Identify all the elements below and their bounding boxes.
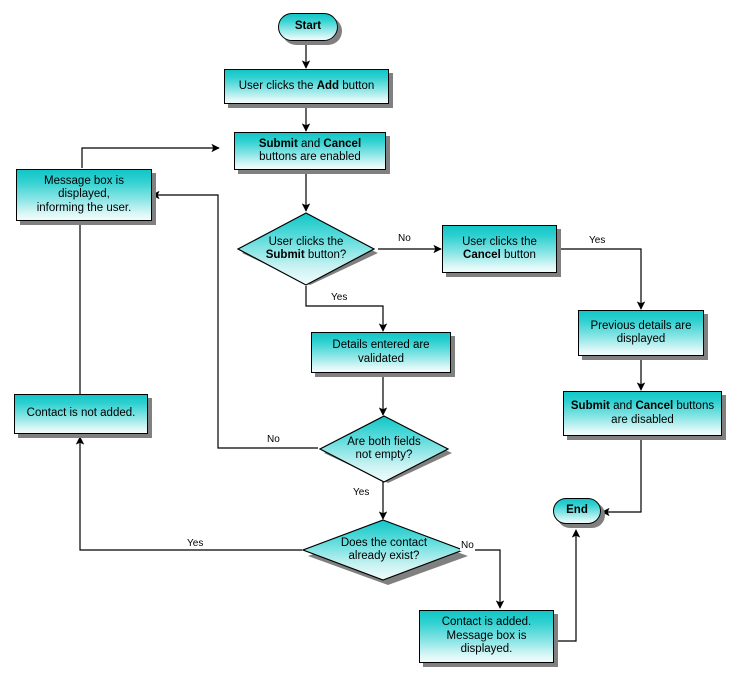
edge-label-fields-yes: Yes: [352, 487, 371, 498]
edge-msgbox-to-enabled: [81, 143, 220, 168]
node-end-label: End: [566, 504, 588, 517]
edge-label-cancel-yes: Yes: [588, 235, 607, 246]
edge-label-fields-no: No: [266, 434, 281, 445]
node-end[interactable]: End: [553, 498, 601, 524]
edge-existsq-no: [465, 549, 505, 609]
edge-label-submit-yes: Yes: [330, 292, 349, 303]
edge-cancel-to-prev: [557, 248, 646, 310]
edge-label-exists-yes: Yes: [186, 538, 205, 549]
edge-existsq-yes: [75, 436, 302, 551]
edge-fieldsq-no: [151, 190, 318, 449]
decision-shape: [236, 212, 378, 286]
edge-disabled-to-end: [601, 436, 642, 517]
node-start[interactable]: Start: [278, 13, 338, 41]
edge-submitq-yes: [305, 286, 388, 332]
edge-added-to-end: [554, 529, 581, 642]
node-contact-not-added-label: Contact is not added.: [26, 407, 136, 420]
edge-label-exists-no: No: [460, 540, 475, 551]
node-user-clicks-add-label: User clicks the Add button: [238, 79, 375, 92]
edge-label-submit-no: No: [397, 233, 412, 244]
node-contact-not-added[interactable]: Contact is not added.: [14, 394, 148, 434]
node-user-clicks-add[interactable]: User clicks the Add button: [224, 69, 389, 104]
node-start-label: Start: [294, 20, 322, 33]
decision-shape: [318, 415, 452, 483]
decision-shape: [301, 519, 468, 585]
